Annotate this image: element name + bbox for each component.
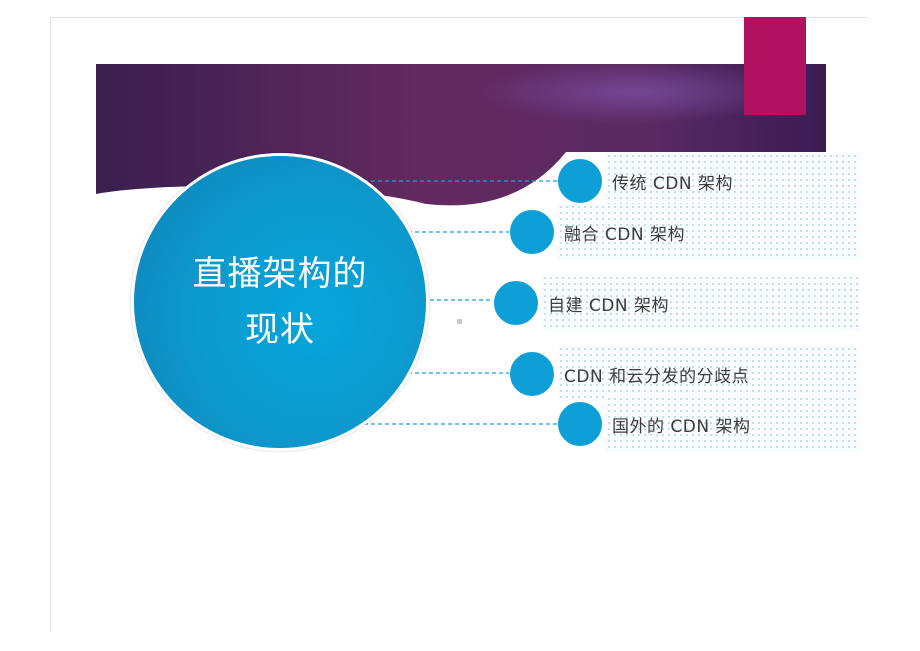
accent-tab (744, 17, 806, 115)
list-item-dot (509, 209, 555, 255)
list-item-label: 自建 CDN 架构 (548, 295, 669, 316)
list-item-label: 传统 CDN 架构 (612, 173, 733, 194)
list-item-panel: 融合 CDN 架构 (558, 204, 860, 260)
slide-title-line-2: 现状 (245, 310, 315, 350)
slide-frame-left (50, 17, 51, 632)
list-item-dot (557, 401, 603, 447)
center-mark (457, 319, 462, 324)
slide-title: 直播架构的 现状 (193, 246, 368, 358)
list-item-label: CDN 和云分发的分歧点 (564, 366, 750, 387)
list-item-panel: 传统 CDN 架构 (606, 153, 860, 209)
list-item-panel: 国外的 CDN 架构 (606, 396, 860, 452)
list-item-dot (493, 280, 539, 326)
list-item-panel: 自建 CDN 架构 (542, 275, 860, 331)
list-item-dot (557, 158, 603, 204)
list-item-panel: CDN 和云分发的分歧点 (558, 346, 860, 402)
slide-title-line-1: 直播架构的 (192, 254, 368, 294)
list-item-label: 国外的 CDN 架构 (612, 416, 751, 437)
main-circle: 直播架构的 现状 (131, 153, 429, 451)
slide-frame-top (50, 17, 868, 18)
list-item-dot (509, 351, 555, 397)
list-item-label: 融合 CDN 架构 (564, 224, 685, 245)
